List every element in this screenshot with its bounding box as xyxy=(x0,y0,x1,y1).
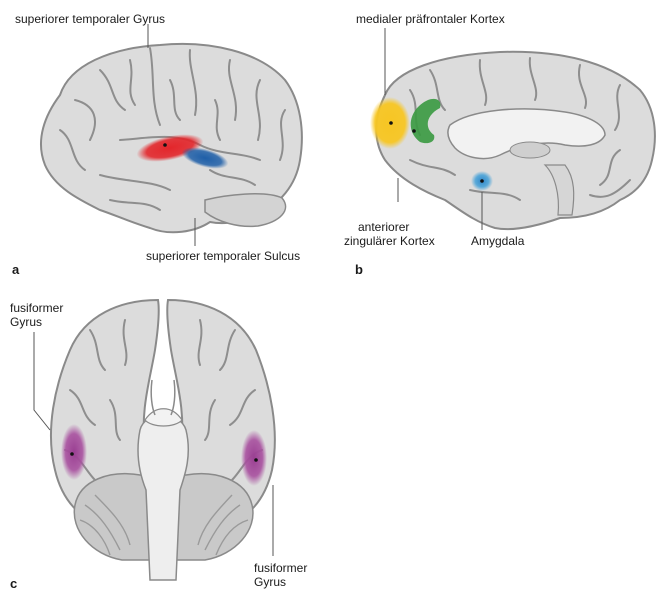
label-left-fusiform-line1: fusiformer xyxy=(10,301,64,315)
label-mpfc: medialer präfrontaler Kortex xyxy=(356,12,505,26)
cerebellum xyxy=(204,193,287,228)
panel-letter-b: b xyxy=(355,262,363,277)
panel-b-medial-brain xyxy=(370,28,656,231)
label-sts: superiorer temporaler Sulcus xyxy=(146,249,301,263)
sts-activation-blue xyxy=(181,147,229,169)
panel-letter-a: a xyxy=(12,262,20,277)
left-fusiform-activation xyxy=(61,424,87,480)
thalamus xyxy=(509,141,551,159)
panel-letter-c: c xyxy=(10,576,18,591)
label-acc-line1: anteriorer xyxy=(358,220,410,234)
acc-center-dot xyxy=(412,129,416,133)
label-right-fusiform-line1: fusiformer xyxy=(254,561,308,575)
right-fusiform-activation xyxy=(241,430,267,486)
acc-activation-green xyxy=(410,98,441,144)
label-amygdala: Amygdala xyxy=(471,234,525,248)
optic-chiasm xyxy=(144,408,183,427)
panel-c-ventral-brain xyxy=(33,298,276,581)
label-right-fusiform-line2: Gyrus xyxy=(254,575,287,589)
amygdala-center-dot xyxy=(480,179,484,183)
brainstem xyxy=(543,164,575,216)
label-left-fusiform-line2: Gyrus xyxy=(10,315,43,329)
label-stg: superiorer temporaler Gyrus xyxy=(15,12,166,26)
right-fusiform-dot xyxy=(254,458,258,462)
label-acc-line2: zingulärer Kortex xyxy=(344,234,435,248)
mpfc-center-dot xyxy=(389,121,393,125)
leader-line-left-fusiform xyxy=(33,332,51,431)
left-fusiform-dot xyxy=(70,452,74,456)
stg-center-dot xyxy=(163,143,167,147)
panel-a-lateral-brain xyxy=(40,24,303,246)
corpus-callosum xyxy=(447,108,606,160)
